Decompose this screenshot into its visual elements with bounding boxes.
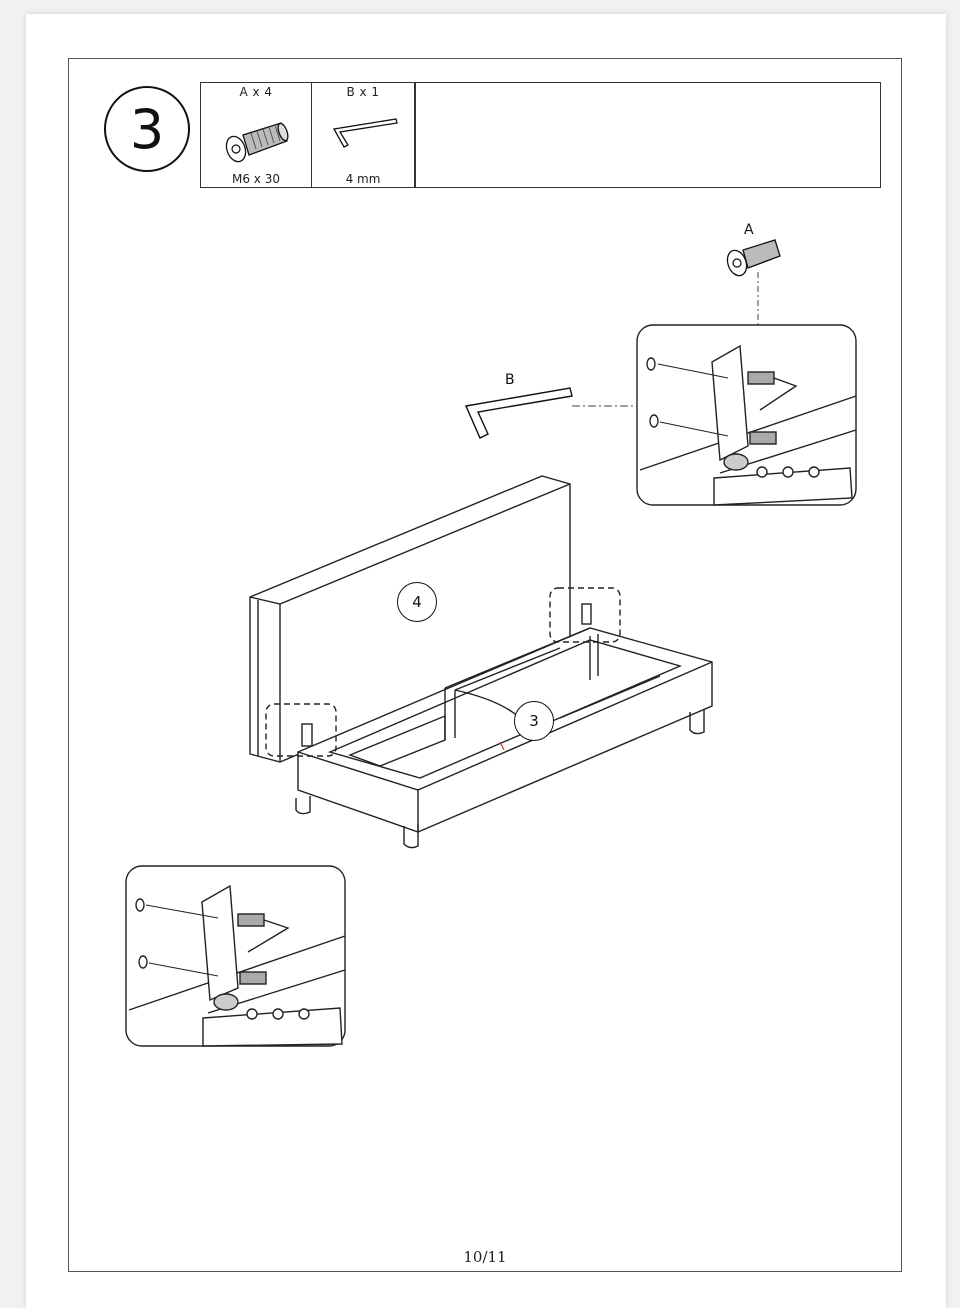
- page-frame: [68, 58, 902, 1272]
- callout-backrest: 4: [397, 582, 437, 622]
- parts-table: A x 4 M6 x 30 B x 1 4 mm: [200, 82, 881, 188]
- page-number: 10/11: [463, 1248, 507, 1266]
- bolt-icon: [225, 122, 289, 163]
- allen-key-label: B: [505, 372, 515, 388]
- part-cell-b: B x 1 4 mm: [312, 83, 416, 187]
- part-cell-a: A x 4 M6 x 30: [201, 83, 312, 187]
- part-a-size: M6 x 30: [232, 172, 280, 186]
- part-a-quantity: A x 4: [239, 85, 273, 99]
- part-b-quantity: B x 1: [346, 85, 380, 99]
- step-number: 3: [104, 86, 190, 172]
- part-b-size: 4 mm: [345, 172, 381, 186]
- callout-base: 3: [514, 701, 554, 741]
- allen-key-icon: [332, 118, 398, 148]
- bolt-label: A: [744, 222, 754, 238]
